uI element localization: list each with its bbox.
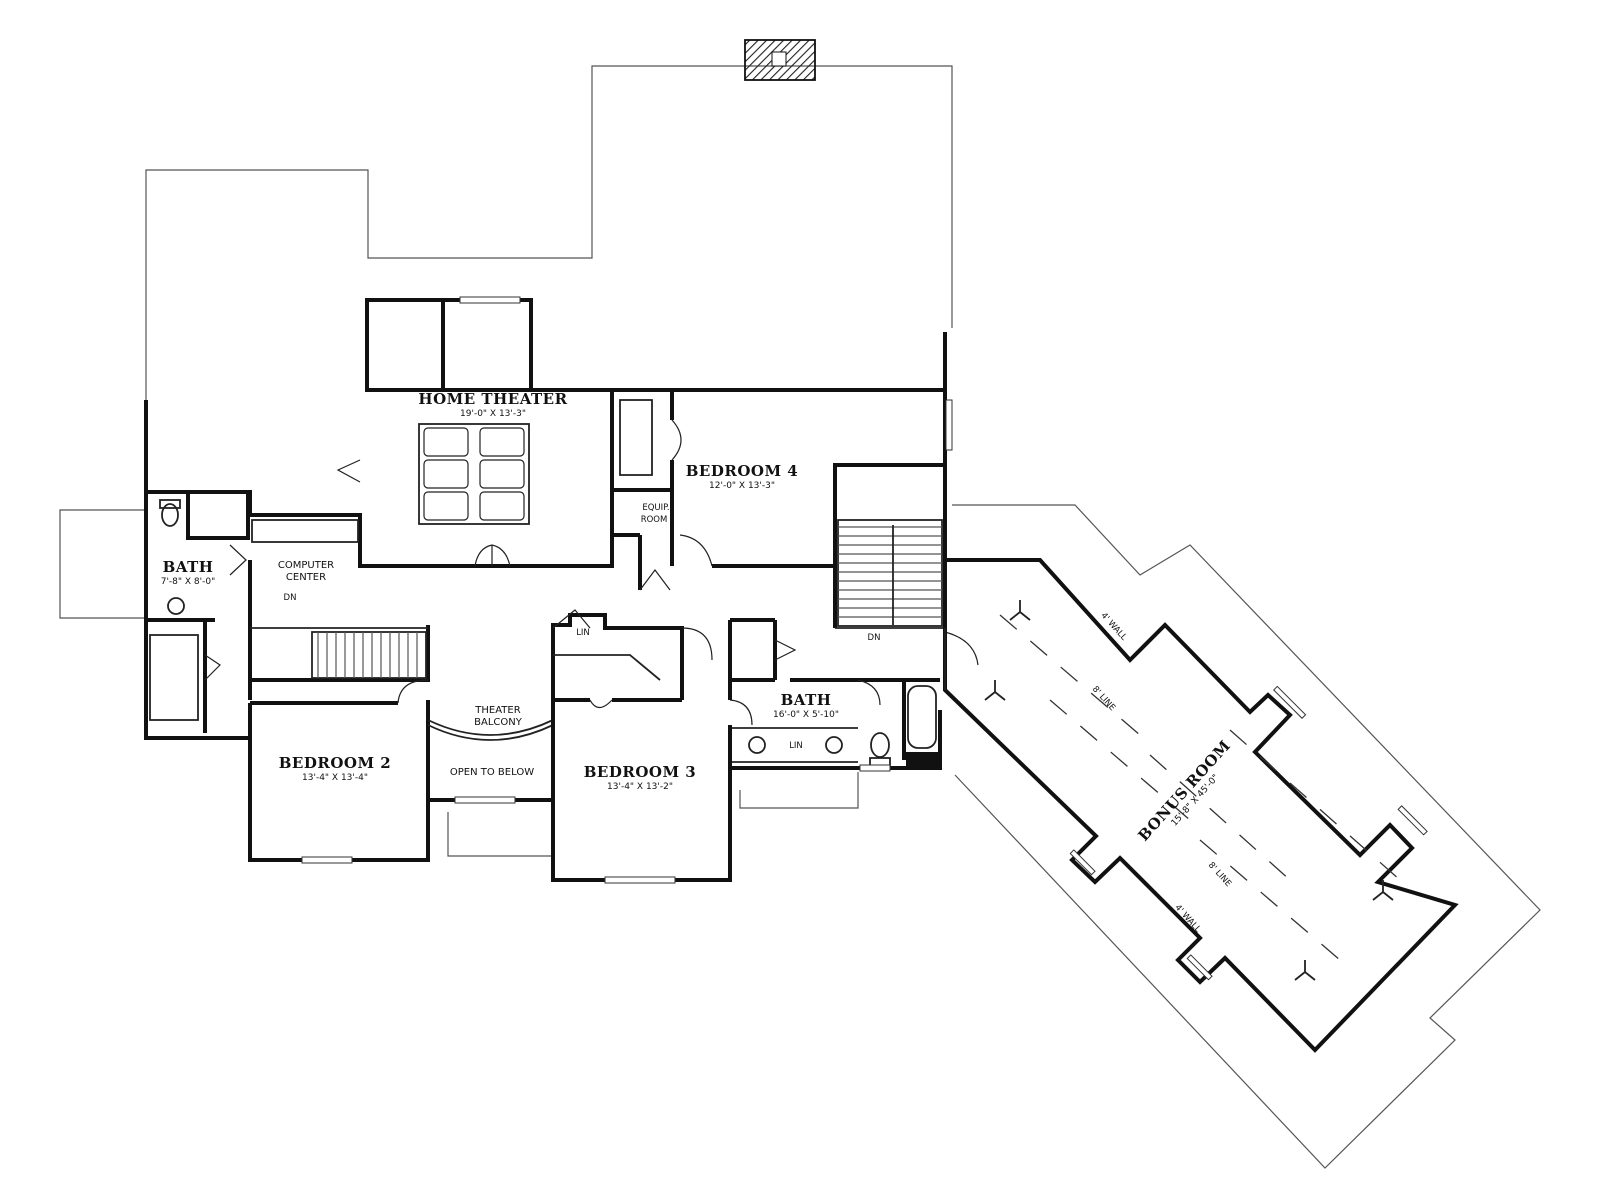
- line-8-lower-label: 8' LINE: [1206, 860, 1233, 889]
- wall-4-upper-label: 4' WALL: [1098, 611, 1128, 643]
- equip-room-label-2: ROOM: [641, 515, 668, 525]
- computer-center-label-2: CENTER: [286, 572, 326, 583]
- seat: [423, 491, 469, 521]
- roof-outline: [59, 65, 1541, 1169]
- bath-left-name: BATH: [163, 558, 214, 576]
- bedroom-2-dims: 13'-4" X 13'-4": [302, 773, 368, 783]
- theater-seats: [418, 423, 530, 525]
- window: [945, 399, 953, 451]
- seat: [479, 427, 525, 457]
- equip-room-label-1: EQUIP.: [642, 503, 669, 513]
- seat: [479, 491, 525, 521]
- dn-right-label: DN: [868, 633, 881, 643]
- chimney: [744, 39, 816, 81]
- bath-center-name: BATH: [781, 691, 832, 709]
- bath-left-dims: 7'-8" X 8'-0": [161, 577, 216, 587]
- exterior-walls: [144, 298, 947, 882]
- seat: [423, 459, 469, 489]
- window: [459, 296, 521, 304]
- home-theater-dims: 19'-0" X 13'-3": [460, 409, 526, 419]
- seat: [479, 459, 525, 489]
- theater-balcony-label-1: THEATER: [474, 705, 520, 716]
- bonus-room: [943, 558, 1459, 1053]
- linen-label-upper: LIN: [576, 628, 590, 638]
- bath-center-dims: 16'-0" X 5'-10": [773, 710, 839, 720]
- computer-center-label-1: COMPUTER: [278, 560, 334, 571]
- linen-label-bath: LIN: [789, 741, 803, 751]
- theater-balcony-label-2: BALCONY: [474, 717, 523, 728]
- dn-left-label: DN: [284, 593, 297, 603]
- bedroom-4-dims: 12'-0" X 13'-3": [709, 481, 775, 491]
- bonus-room-name: BONUS ROOM: [1134, 737, 1234, 845]
- interior-walls: [144, 390, 946, 880]
- windows: [301, 764, 891, 884]
- bedroom-2-name: BEDROOM 2: [279, 754, 391, 772]
- home-theater-name: HOME THEATER: [418, 390, 567, 408]
- open-to-below-label: OPEN TO BELOW: [450, 767, 534, 778]
- seat: [423, 427, 469, 457]
- doors: [204, 419, 979, 726]
- line-8-upper-label: 8' LINE: [1090, 684, 1117, 713]
- bedroom-3-dims: 13'-4" X 13'-2": [607, 782, 673, 792]
- bedroom-4-name: BEDROOM 4: [686, 462, 798, 480]
- stairs-left: [311, 631, 427, 679]
- wall-4-lower-label: 4' WALL: [1172, 903, 1202, 935]
- bedroom-3-name: BEDROOM 3: [584, 763, 696, 781]
- stairs-right: [837, 519, 943, 627]
